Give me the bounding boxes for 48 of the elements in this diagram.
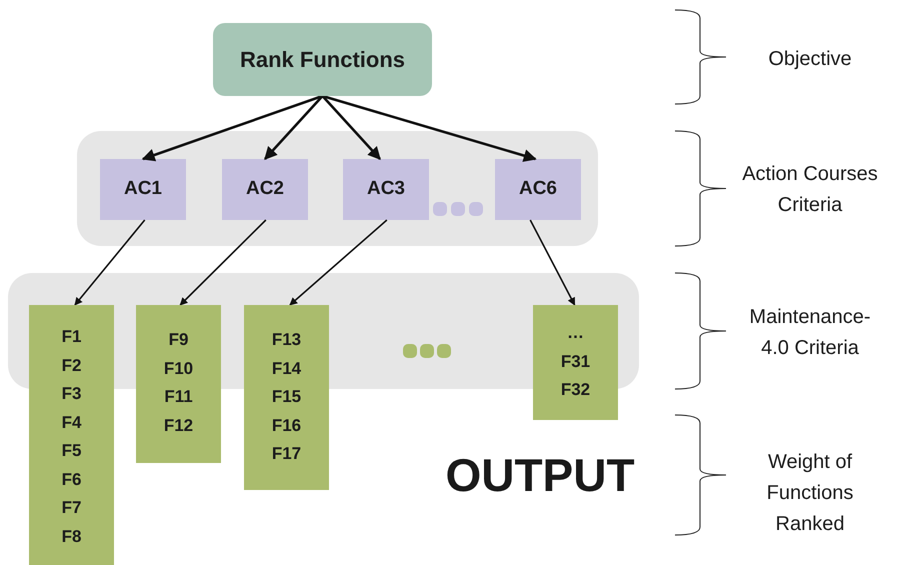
action-course-box	[495, 159, 581, 220]
node-label: F15	[272, 386, 302, 408]
level-label: Action Courses Criteria	[741, 162, 879, 218]
node-label: AC3	[366, 177, 405, 202]
criteria-band	[77, 131, 598, 246]
node-label: F8	[62, 526, 82, 548]
node-label: F5	[62, 440, 82, 462]
node-label: F10	[164, 358, 194, 380]
action-course-box	[343, 159, 429, 220]
arrow	[530, 220, 576, 306]
node-label: F32	[560, 379, 590, 401]
node-label: F12	[164, 414, 194, 436]
node-label: F16	[272, 414, 302, 436]
action-course-box	[222, 159, 308, 220]
arrow	[322, 95, 381, 160]
node-label: AC1	[124, 177, 162, 202]
arrow	[289, 219, 388, 306]
node-label: F4	[62, 412, 82, 434]
node-label: F11	[164, 386, 193, 408]
function-column	[244, 305, 329, 490]
node-label: …	[567, 322, 584, 344]
level-label: Weight of Functions Ranked	[766, 450, 854, 537]
node-label: F3	[62, 383, 82, 405]
node-label: F2	[62, 354, 82, 376]
level-label: Objective	[767, 47, 853, 72]
action-course-box	[100, 159, 186, 220]
node-label: F7	[62, 497, 82, 519]
output-label: OUTPUT	[444, 448, 636, 503]
function-column	[29, 305, 114, 565]
arrow	[180, 219, 266, 306]
level-label: Maintenance-4.0 Criteria	[748, 305, 872, 361]
function-column	[136, 305, 221, 463]
node-label: F9	[168, 329, 188, 351]
node-label: F6	[62, 468, 82, 490]
node-label: AC2	[246, 177, 284, 202]
objective-box	[213, 23, 432, 96]
node-label: F31	[560, 350, 590, 372]
function-column	[533, 305, 618, 420]
arrow	[322, 94, 537, 162]
node-label: Rank Functions	[240, 46, 405, 74]
node-label: F1	[62, 326, 82, 348]
arrow	[142, 94, 323, 162]
node-label: AC6	[518, 177, 557, 202]
arrow	[74, 220, 146, 306]
arrow	[264, 95, 324, 160]
node-label: F13	[272, 329, 302, 351]
node-label: F17	[272, 443, 302, 465]
node-label: F14	[272, 358, 302, 380]
